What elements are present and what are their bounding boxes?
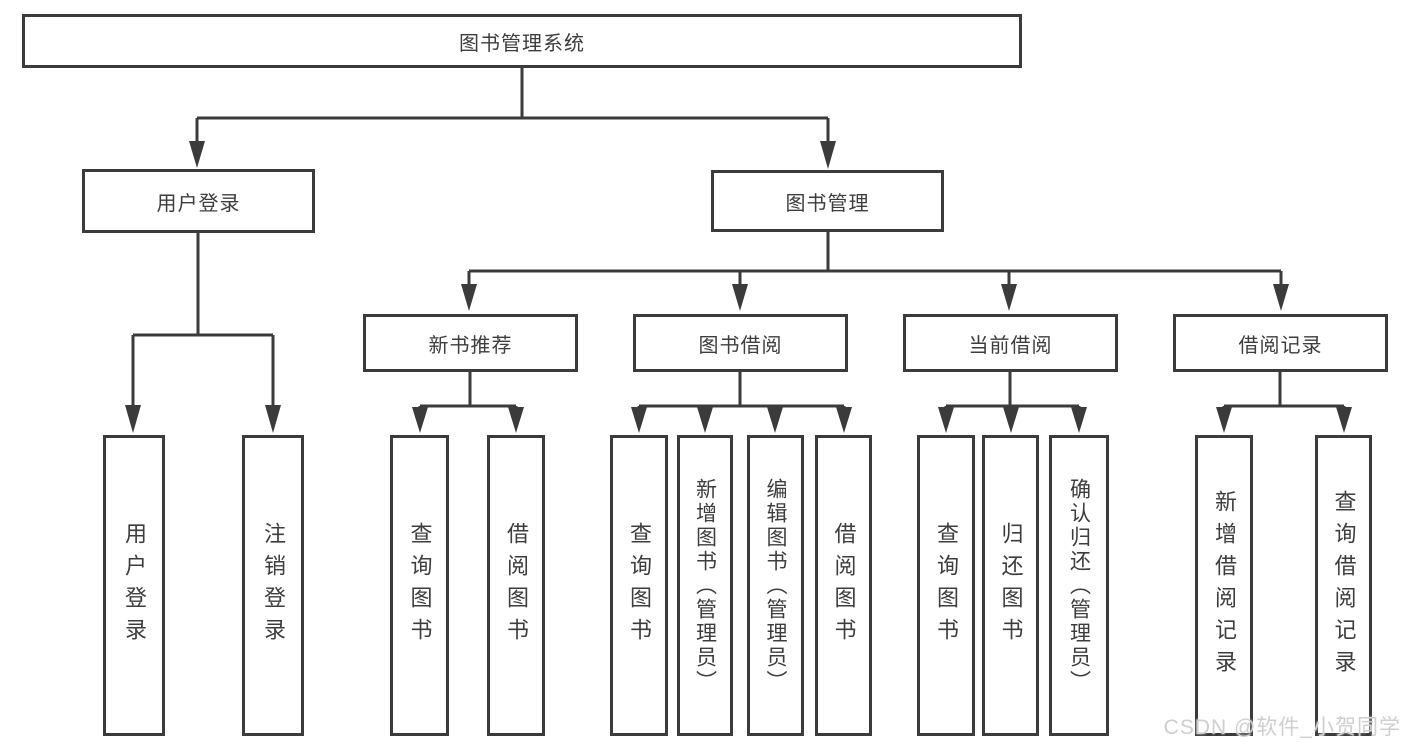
arrowhead [1003, 407, 1019, 433]
leaf-label: 借阅图书 [831, 521, 857, 650]
leaf-query-books-current: 查询图书 [917, 435, 975, 736]
arrowhead [189, 141, 205, 168]
node-book-management: 图书管理 [711, 170, 944, 232]
connector-edges [131, 68, 1346, 410]
arrowheads [125, 141, 1352, 433]
node-book-borrow: 图书借阅 [633, 314, 848, 372]
node-borrow-record: 借阅记录 [1173, 314, 1388, 372]
leaf-query-books-recommend: 查询图书 [390, 435, 449, 736]
leaf-label: 查询图书 [407, 521, 433, 650]
arrowhead [938, 407, 954, 433]
node-user-login: 用户登录 [82, 169, 315, 233]
node-new-book-recommend: 新书推荐 [363, 314, 578, 372]
leaf-label: 用户登录 [122, 521, 147, 650]
leaf-confirm-return-admin: 确认归还（管理员） [1049, 435, 1109, 736]
leaf-return-books: 归还图书 [982, 435, 1039, 736]
leaf-label: 确认归还（管理员） [1067, 477, 1091, 694]
leaf-query-books-borrow: 查询图书 [610, 435, 668, 736]
leaf-label: 借阅图书 [504, 521, 529, 650]
leaf-label: 查询图书 [934, 521, 959, 650]
leaf-query-borrow-record: 查询借阅记录 [1315, 435, 1372, 736]
arrowhead [461, 284, 477, 311]
arrowhead [767, 407, 783, 433]
arrowhead [265, 405, 281, 433]
arrowhead [125, 405, 141, 433]
arrowhead [836, 407, 852, 433]
leaf-user-login: 用户登录 [103, 435, 165, 736]
node-root-library-management-system: 图书管理系统 [22, 14, 1022, 68]
csdn-watermark: CSDN @软件_小贺同学 [1163, 716, 1401, 739]
leaf-label: 注销登录 [261, 521, 286, 650]
leaf-label: 归还图书 [998, 521, 1024, 650]
arrowhead [412, 407, 428, 433]
leaf-label: 新增图书（管理员） [693, 477, 717, 694]
leaf-label: 新增借阅记录 [1212, 489, 1237, 682]
arrowhead [1273, 284, 1289, 311]
arrowhead [732, 284, 748, 311]
node-current-borrow: 当前借阅 [903, 314, 1118, 372]
leaf-add-borrow-record: 新增借阅记录 [1195, 435, 1253, 736]
arrowhead [631, 407, 647, 433]
leaf-edit-books-admin: 编辑图书（管理员） [747, 435, 804, 736]
leaf-label: 编辑图书（管理员） [764, 477, 787, 694]
leaf-borrow-books: 借阅图书 [815, 435, 872, 736]
arrowhead [1216, 407, 1232, 433]
arrowhead [820, 141, 836, 169]
arrowhead [697, 407, 713, 433]
arrowhead [508, 407, 524, 433]
leaf-label: 查询借阅记录 [1331, 489, 1357, 682]
arrowhead [1071, 407, 1087, 433]
arrowhead [1001, 284, 1017, 311]
leaf-add-books-admin: 新增图书（管理员） [677, 435, 733, 736]
leaf-borrow-books-recommend: 借阅图书 [487, 435, 545, 736]
arrowhead [1336, 407, 1352, 433]
leaf-label: 查询图书 [627, 521, 652, 650]
leaf-logout: 注销登录 [242, 435, 304, 736]
